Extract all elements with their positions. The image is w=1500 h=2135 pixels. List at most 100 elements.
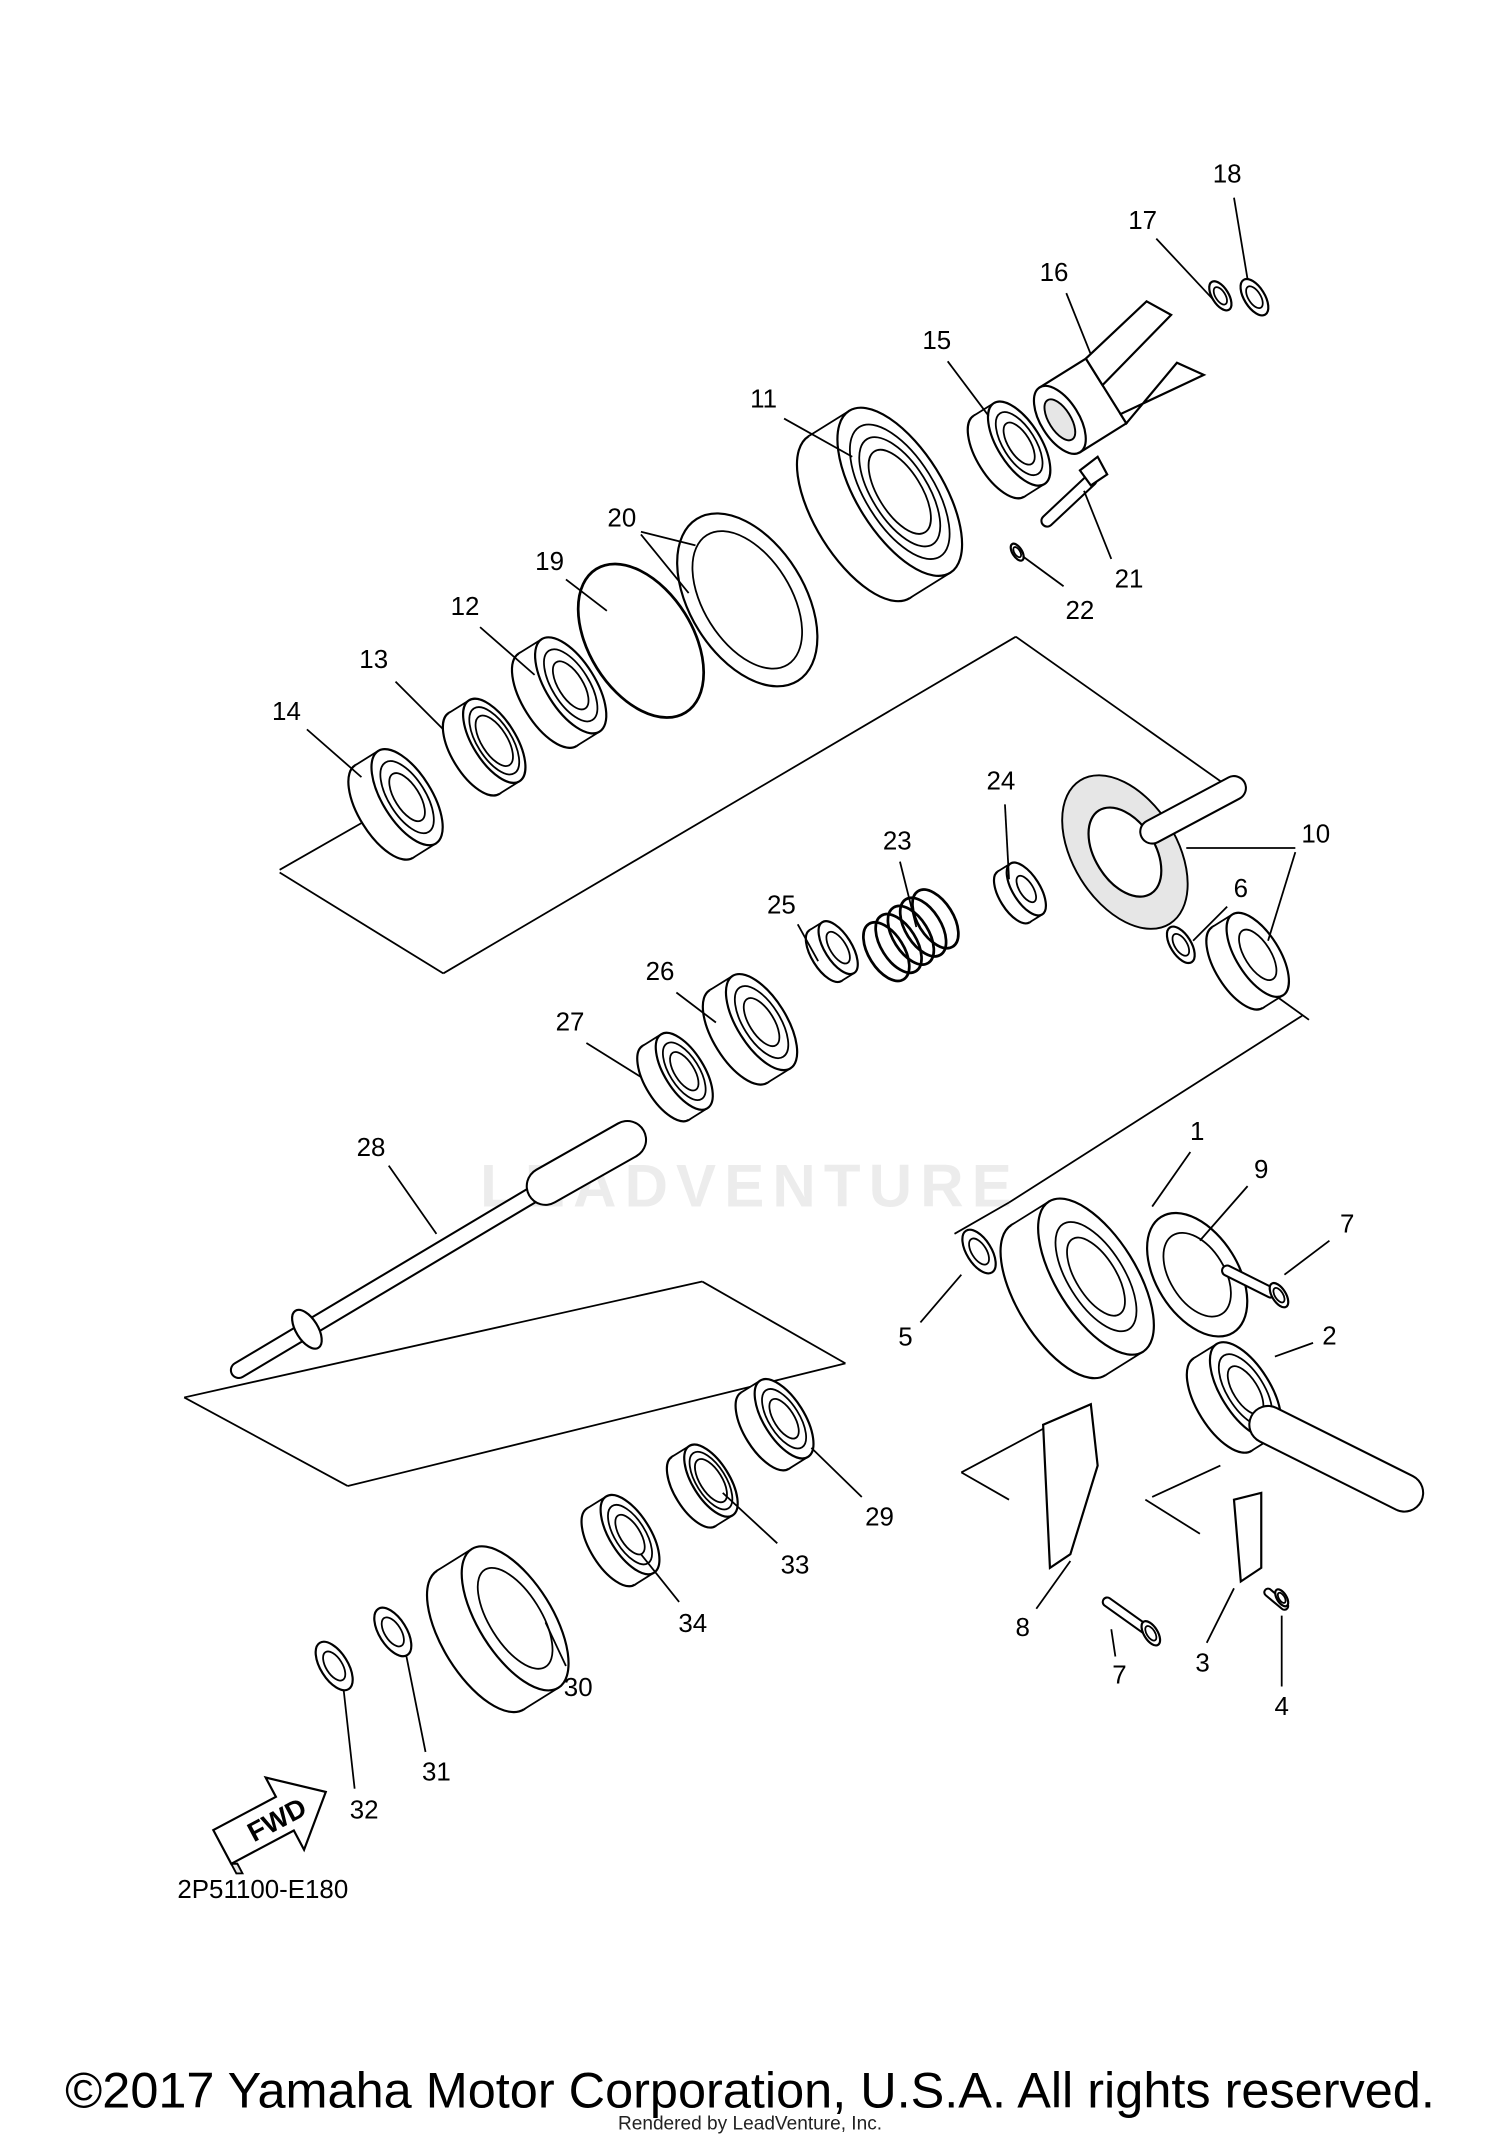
- callout-28: 28: [357, 1134, 386, 1162]
- callout-31: 31: [422, 1759, 451, 1787]
- callout-10: 10: [1301, 821, 1330, 849]
- leader-line-7: [1283, 1239, 1330, 1276]
- fwd-arrow-icon: FWD: [211, 1775, 328, 1875]
- nut-6: [1165, 925, 1196, 965]
- spring-23: [874, 912, 923, 975]
- gasket-20-inner: [691, 530, 803, 670]
- leader-line-33: [722, 1492, 778, 1544]
- oil-seal-34: [580, 1493, 661, 1588]
- callout-9: 9: [1254, 1156, 1268, 1184]
- collar-30: [425, 1545, 570, 1714]
- leader-line-23: [899, 861, 918, 928]
- leader-line-16: [1065, 292, 1092, 355]
- leader-line-25: [796, 923, 819, 962]
- shaft-28-spline-body: [527, 1122, 646, 1204]
- yoke-16: [1032, 300, 1207, 455]
- collar-25: [804, 920, 859, 984]
- bracket-line: [279, 871, 444, 975]
- washer-17: [1208, 280, 1233, 312]
- oil-seal-15: [966, 400, 1052, 500]
- leader-line-32: [342, 1690, 356, 1789]
- shaft-28-collar: [291, 1308, 323, 1350]
- spring-23: [862, 920, 911, 983]
- callout-2: 2: [1322, 1322, 1336, 1350]
- leader-line-8: [1035, 1560, 1072, 1610]
- callout-4: 4: [1275, 1693, 1289, 1721]
- gasket-20: [676, 512, 819, 688]
- bolt-7-lower-head: [1140, 1620, 1162, 1647]
- spring-23: [898, 896, 948, 958]
- leader-line-5: [919, 1274, 962, 1324]
- callout-18: 18: [1213, 161, 1242, 189]
- callout-12: 12: [451, 593, 480, 621]
- leader-line-17: [1155, 237, 1215, 301]
- assembly-brackets: [183, 635, 1310, 1535]
- copyright-text: ©2017 Yamaha Motor Corporation, U.S.A. A…: [65, 2062, 1435, 2119]
- callout-24: 24: [986, 767, 1015, 795]
- callout-26: 26: [646, 958, 675, 986]
- callout-34: 34: [678, 1610, 707, 1638]
- housing-1: [999, 1197, 1155, 1380]
- callout-3: 3: [1195, 1649, 1209, 1677]
- callout-11: 11: [750, 386, 777, 414]
- collar-33: [665, 1443, 739, 1529]
- bearing-14: [347, 748, 444, 861]
- leader-line-20: [640, 530, 696, 547]
- leader-line: [640, 533, 690, 594]
- callout-21: 21: [1115, 566, 1144, 594]
- callout-13: 13: [359, 646, 388, 674]
- plate-3: [1232, 1491, 1263, 1584]
- leader-line-22: [1022, 555, 1065, 587]
- collar-13: [441, 697, 527, 797]
- bracket-line: [1151, 1464, 1221, 1498]
- callout-25: 25: [767, 891, 796, 919]
- leader-line-11: [783, 417, 853, 458]
- bracket-line: [960, 1471, 1010, 1501]
- callout-32: 32: [350, 1797, 379, 1825]
- oil-seal-27: [636, 1031, 714, 1123]
- callout-1: 1: [1190, 1118, 1204, 1146]
- leader-line-30: [544, 1622, 567, 1667]
- leader-line-12: [479, 626, 536, 676]
- ring-gear-10-shaft-body: [1141, 777, 1245, 843]
- callout-15: 15: [922, 327, 951, 355]
- bracket-line: [954, 1201, 1010, 1235]
- housing-11: [795, 406, 964, 603]
- spring-23: [886, 904, 936, 966]
- callout-6: 6: [1234, 875, 1248, 903]
- bolt-21-head: [1078, 455, 1109, 487]
- callout-17: 17: [1128, 207, 1157, 235]
- washer-31: [373, 1606, 413, 1658]
- callout-5: 5: [898, 1324, 912, 1352]
- callout-16: 16: [1040, 259, 1069, 287]
- leader-lines: [306, 197, 1330, 1789]
- callout-19: 19: [535, 548, 564, 576]
- nut-18: [1239, 277, 1270, 317]
- leader-line-1: [1151, 1151, 1192, 1208]
- bracket-line: [184, 1280, 703, 1399]
- bearing-26: [701, 972, 799, 1086]
- callout-29: 29: [865, 1504, 894, 1532]
- leader-line-9: [1199, 1185, 1249, 1242]
- bracket-line: [1015, 635, 1235, 792]
- callout-numbers: 1817161511201912131421222423252627106281…: [272, 161, 1354, 1825]
- leader-line-29: [810, 1447, 863, 1498]
- bolt-7-body: [1223, 1266, 1275, 1297]
- bracket-line: [183, 1396, 349, 1487]
- bracket-line: [1008, 1014, 1303, 1204]
- leader-line-34: [640, 1553, 680, 1603]
- callout-22: 22: [1066, 597, 1095, 625]
- leader-line-19: [565, 578, 608, 612]
- leader-line-15: [946, 360, 990, 417]
- bracket-line: [701, 1280, 846, 1365]
- spring-23: [911, 888, 960, 950]
- leader-line-7: [1110, 1629, 1117, 1657]
- callout-30: 30: [564, 1674, 593, 1702]
- callout-14: 14: [272, 698, 301, 726]
- callout-7: 7: [1340, 1210, 1354, 1238]
- o-ring-5: [961, 1228, 997, 1275]
- callout-8: 8: [1015, 1614, 1029, 1642]
- leader-line-31: [405, 1656, 427, 1753]
- diagram-code: 2P51100-E180: [177, 1876, 348, 1904]
